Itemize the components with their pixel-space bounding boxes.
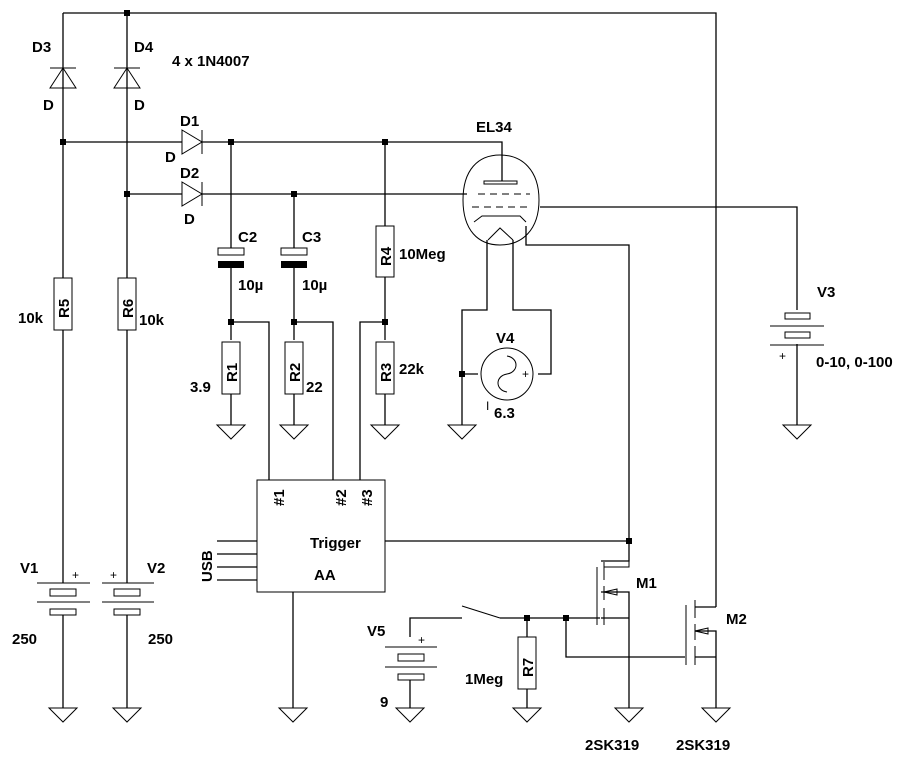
v5-value: 9 <box>380 694 388 711</box>
v4-minus: I <box>486 399 489 413</box>
ground-symbols <box>47 424 813 723</box>
resistor-r6[interactable]: R6 10k <box>117 277 165 331</box>
r2-value: 22 <box>306 379 323 396</box>
ground-icon <box>277 707 309 723</box>
v4-ref: V4 <box>496 330 515 347</box>
v4-value: 6.3 <box>494 405 515 422</box>
module-title: Trigger <box>310 535 361 552</box>
source-v5[interactable]: + V5 9 <box>367 623 437 711</box>
d2-ref: D2 <box>180 165 199 182</box>
r3-value: 22k <box>399 361 425 378</box>
r1-ref: R1 <box>224 363 241 382</box>
r4-value: 10Meg <box>399 246 446 263</box>
v3-plus: + <box>779 349 786 363</box>
r5-value: 10k <box>18 310 44 327</box>
capacitor-c3[interactable]: C3 10µ <box>280 229 327 294</box>
r6-ref: R6 <box>120 299 137 318</box>
source-v2[interactable]: + V2 250 <box>102 560 173 648</box>
ground-icon <box>369 424 401 440</box>
v3-value: 0-10, 0-100 <box>816 354 893 371</box>
v3-ref: V3 <box>817 284 835 301</box>
r5-ref: R5 <box>56 299 73 318</box>
v2-value: 250 <box>148 631 173 648</box>
resistor-r7[interactable]: R7 1Meg <box>465 636 537 690</box>
v1-value: 250 <box>12 631 37 648</box>
d4-ref: D4 <box>134 39 154 56</box>
source-v4[interactable]: I + V4 6.3 <box>480 330 534 422</box>
resistor-r3[interactable]: R3 22k <box>375 341 425 395</box>
trigger-module[interactable]: #1 #2 #3 Trigger AA USB <box>199 479 386 593</box>
ground-icon <box>511 707 543 723</box>
switch[interactable] <box>461 605 501 619</box>
resistor-r4[interactable]: R4 10Meg <box>375 225 446 278</box>
usb-label: USB <box>199 550 216 582</box>
r2-ref: R2 <box>287 363 304 382</box>
source-v3[interactable]: + V3 0-10, 0-100 <box>770 284 893 371</box>
v4-plus: + <box>522 367 529 381</box>
c2-value: 10µ <box>238 277 263 294</box>
m2-ref: M2 <box>726 611 747 628</box>
pin-2-label: #2 <box>333 489 350 506</box>
v2-plus: + <box>110 568 117 582</box>
source-v1[interactable]: + V1 250 <box>12 560 90 648</box>
d1-model: D <box>165 149 176 166</box>
resistor-r5[interactable]: R5 10k <box>18 277 73 331</box>
r4-ref: R4 <box>378 246 395 266</box>
wires <box>62 12 798 708</box>
diode-d1[interactable]: D1 D <box>165 113 203 166</box>
junction-dots <box>60 10 632 621</box>
r1-value: 3.9 <box>190 379 211 396</box>
pin-3-label: #3 <box>359 489 376 506</box>
tube-el34[interactable]: EL34 <box>462 119 540 246</box>
ground-icon <box>111 707 143 723</box>
pin-1-label: #1 <box>271 489 288 506</box>
module-subtitle: AA <box>314 567 336 584</box>
r3-ref: R3 <box>378 363 395 382</box>
ground-icon <box>613 707 645 723</box>
diode-d4[interactable]: D4 D <box>113 39 154 114</box>
capacitor-c2[interactable]: C2 10µ <box>217 229 263 294</box>
mosfet-m2[interactable]: M2 2SK319 <box>676 600 747 754</box>
v5-ref: V5 <box>367 623 385 640</box>
v1-ref: V1 <box>20 560 38 577</box>
m1-ref: M1 <box>636 575 657 592</box>
d4-model: D <box>134 97 145 114</box>
d2-model: D <box>184 211 195 228</box>
ground-icon <box>47 707 79 723</box>
m1-model: 2SK319 <box>585 737 639 754</box>
ground-icon <box>278 424 310 440</box>
ground-icon <box>446 424 478 440</box>
mosfet-m1[interactable]: M1 2SK319 <box>585 541 657 754</box>
m2-model: 2SK319 <box>676 737 730 754</box>
d3-model: D <box>43 97 54 114</box>
resistor-r2[interactable]: R2 22 <box>284 341 323 396</box>
diode-d3[interactable]: D3 D <box>32 39 77 114</box>
c3-value: 10µ <box>302 277 327 294</box>
resistor-r1[interactable]: R1 3.9 <box>190 341 241 396</box>
r7-value: 1Meg <box>465 671 503 688</box>
diode-d2[interactable]: D2 D <box>180 165 203 228</box>
ground-icon <box>781 424 813 440</box>
ground-icon <box>394 707 426 723</box>
c2-ref: C2 <box>238 229 257 246</box>
ground-icon <box>700 707 732 723</box>
r7-ref: R7 <box>520 658 537 677</box>
d3-ref: D3 <box>32 39 51 56</box>
ground-icon <box>215 424 247 440</box>
r6-value: 10k <box>139 312 165 329</box>
v2-ref: V2 <box>147 560 165 577</box>
diode-note: 4 x 1N4007 <box>172 53 250 70</box>
v5-plus: + <box>418 633 425 647</box>
v1-plus: + <box>72 568 79 582</box>
tube-ref: EL34 <box>476 119 513 136</box>
d1-ref: D1 <box>180 113 199 130</box>
c3-ref: C3 <box>302 229 321 246</box>
